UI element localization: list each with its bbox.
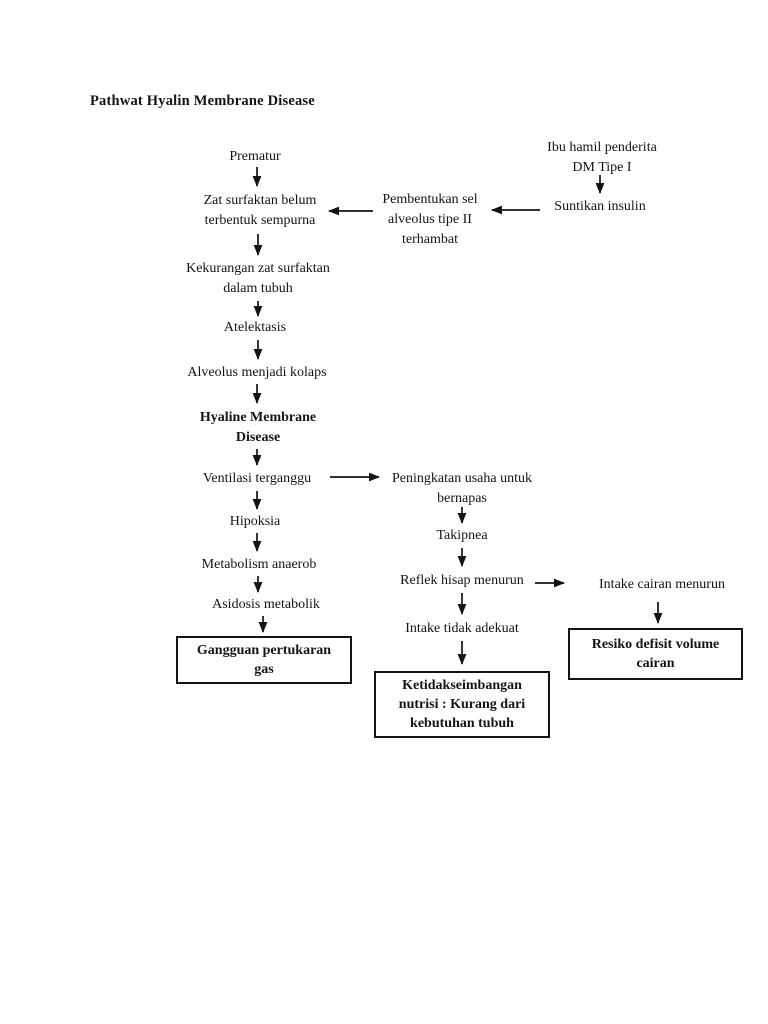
- node-peningkatan-usaha-bernapas: Peningkatan usaha untuk bernapas: [392, 471, 532, 506]
- page-title: Pathwat Hyalin Membrane Disease: [90, 93, 315, 109]
- node-intake-cairan-menurun: Intake cairan menurun: [599, 577, 725, 592]
- node-pembentukan-sel-alveolus: Pembentukan sel alveolus tipe II terhamb…: [382, 192, 478, 247]
- node-kekurangan-zat-surfaktan: Kekurangan zat surfaktan dalam tubuh: [186, 261, 330, 296]
- box-ketidakseimbangan-nutrisi: Ketidakseimbangan nutrisi : Kurang dari …: [374, 671, 550, 738]
- node-zat-surfaktan-belum: Zat surfaktan belum terbentuk sempurna: [203, 193, 317, 228]
- node-atelektasis: Atelektasis: [223, 320, 287, 335]
- node-takipnea: Takipnea: [436, 528, 488, 543]
- node-reflek-hisap-menurun: Reflek hisap menurun: [400, 573, 524, 588]
- node-hyaline-membrane-disease: Hyaline Membrane Disease: [199, 410, 317, 445]
- node-suntikan-insulin: Suntikan insulin: [554, 199, 646, 214]
- node-asidosis-metabolik: Asidosis metabolik: [212, 597, 320, 612]
- node-intake-tidak-adekuat: Intake tidak adekuat: [405, 621, 519, 636]
- node-prematur: Prematur: [229, 149, 281, 164]
- node-hipoksia: Hipoksia: [229, 514, 281, 529]
- box-gangguan-pertukaran-gas: Gangguan pertukaran gas: [176, 636, 352, 684]
- box-resiko-defisit-volume-cairan: Resiko defisit volume cairan: [568, 628, 743, 680]
- node-ibu-hamil-dm: Ibu hamil penderita DM Tipe I: [547, 140, 657, 175]
- node-alveolus-kolaps: Alveolus menjadi kolaps: [187, 365, 327, 380]
- node-metabolism-anaerob: Metabolism anaerob: [201, 557, 317, 572]
- node-ventilasi-terganggu: Ventilasi terganggu: [202, 471, 312, 486]
